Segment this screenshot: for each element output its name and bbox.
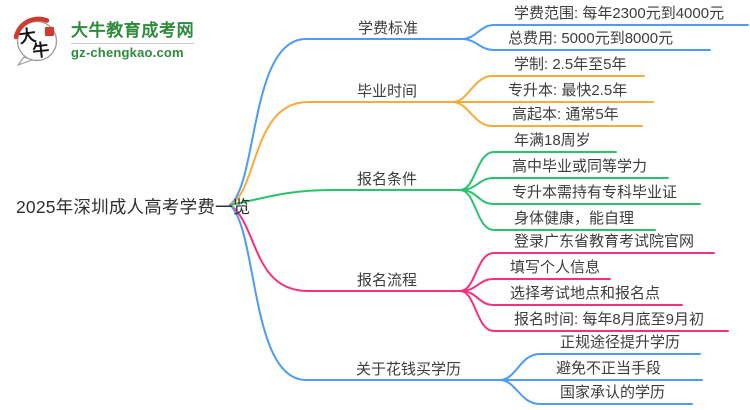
logo-char-2: 牛 [31,39,50,61]
logo-seal [45,27,54,36]
leaf-label: 身体健康，能自理 [514,210,635,227]
branch-label-buying: 关于花钱买学历 [356,361,462,378]
leaf-line [459,189,656,231]
branch-label-process: 报名流程 [357,272,418,289]
logo-divider [71,42,195,44]
site-logo[interactable]: 大 牛 大牛教育成考网 gz-chengkao.com [12,14,195,66]
leaf-label: 专升本需持有专科毕业证 [512,184,678,201]
branch-curve-conditions [229,189,461,206]
site-name: 大牛教育成考网 [71,20,195,40]
leaf-label: 总费用: 5000元到8000元 [508,30,674,47]
leaf-label: 登录广东省教育考试院官网 [514,233,695,250]
leaf-label: 避免不正当手段 [556,360,662,377]
branch-curve-graduation [229,101,454,206]
root-topic: 2025年深圳成人高考学费一览 [16,197,251,217]
leaf-line [452,101,643,127]
logo-red-arc [13,16,50,40]
branch-label-graduation: 毕业时间 [357,83,418,100]
site-domain[interactable]: gz-chengkao.com [71,44,184,60]
leaf-line [499,379,693,405]
leaf-label: 学费范围: 每年2300元到4000元 [514,5,725,22]
leaf-label: 选择考试地点和报名点 [510,285,661,302]
leaf-label: 学制: 2.5年至5年 [514,56,627,73]
logo-text-block: 大牛教育成考网 gz-chengkao.com [71,20,195,60]
leaf-line [459,290,729,332]
leaf-label: 高起本: 通常5年 [512,106,619,123]
logo-badge-icon: 大 牛 [13,16,58,66]
leaf-label: 专升本: 最快2.5年 [508,82,628,99]
leaf-line [461,38,711,51]
leaf-label: 报名时间: 每年8月底至9月初 [514,311,705,328]
leaf-label: 年满18周岁 [514,132,591,149]
logo-char-1: 大 [18,25,38,47]
branch-label-conditions: 报名条件 [357,171,418,188]
leaf-label: 正规途径提升学历 [560,334,681,351]
branch-label-tuition: 学费标准 [358,20,419,37]
branch-curve-buying [229,204,501,381]
leaf-label: 填写个人信息 [510,259,601,276]
leaf-label: 国家承认的学历 [560,384,666,401]
branch-curve-process [229,204,461,292]
branch-curve-tuition [229,38,463,206]
leaf-label: 高中毕业或同等学力 [512,158,648,175]
